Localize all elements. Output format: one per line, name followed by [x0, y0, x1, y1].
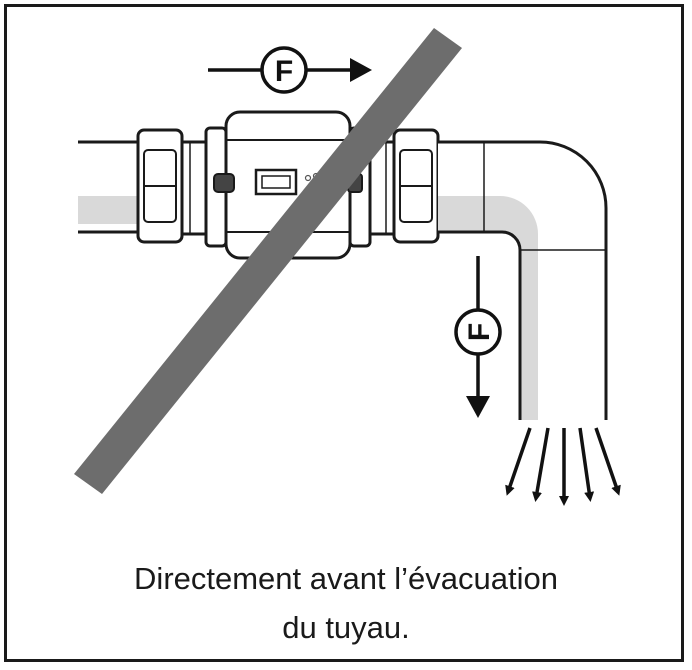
inlet-pipe: [78, 140, 144, 234]
caption-line-2: du tuyau.: [282, 610, 410, 645]
right-coupling-nut: [368, 128, 440, 244]
prohibition-bar: [74, 28, 462, 494]
flow-direction-top: F: [208, 46, 372, 94]
elbow-pipe: [438, 140, 608, 420]
left-coupling-nut: [136, 128, 208, 244]
flow-label-top: F: [275, 55, 293, 88]
caption-line-1: Directement avant l’évacuation: [134, 561, 558, 596]
flow-direction-side: F: [454, 256, 502, 418]
flow-label-side: F: [463, 323, 496, 341]
outflow-arrows: [505, 427, 621, 506]
